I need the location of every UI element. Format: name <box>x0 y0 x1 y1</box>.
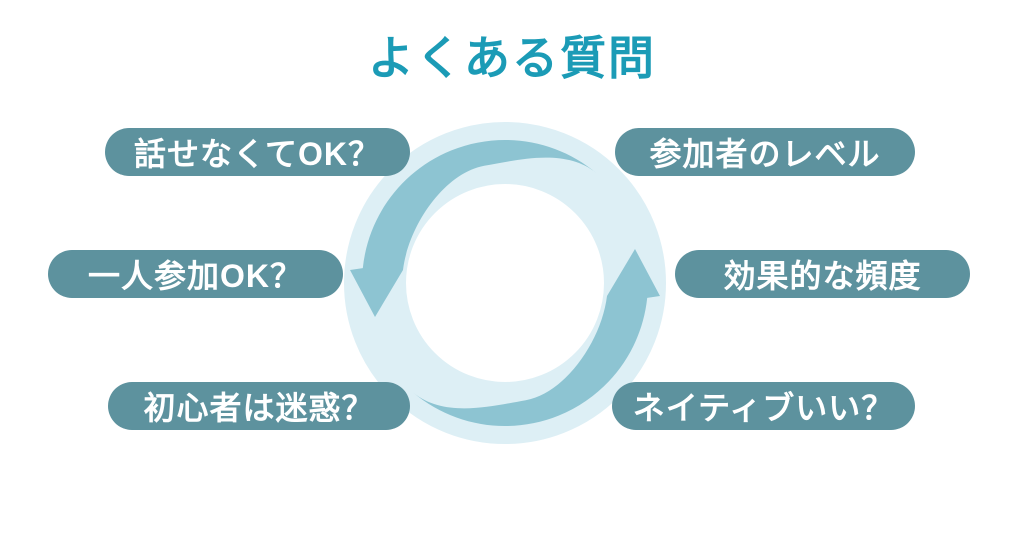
cycle-arrow-left-icon <box>350 139 597 317</box>
page-title: よくある質問 <box>368 32 656 84</box>
question-label: 参加者のレベル <box>649 136 881 172</box>
question-label: 話せなくてOK？ <box>133 136 382 172</box>
question-pill-bottom-right: ネイティブいい？ <box>612 382 915 430</box>
question-pill-middle-right: 効果的な頻度 <box>675 250 970 298</box>
question-label: 一人参加OK？ <box>87 258 303 294</box>
question-pill-top-right: 参加者のレベル <box>615 128 915 176</box>
cycle-arrow-right-icon <box>413 249 660 427</box>
question-pill-top-left: 話せなくてOK？ <box>105 128 410 176</box>
question-label: ネイティブいい？ <box>632 390 895 426</box>
question-label: 効果的な頻度 <box>723 258 922 294</box>
question-pill-bottom-left: 初心者は迷惑？ <box>108 382 410 430</box>
question-label: 初心者は迷惑？ <box>143 390 375 426</box>
question-pill-middle-left: 一人参加OK？ <box>48 250 343 298</box>
